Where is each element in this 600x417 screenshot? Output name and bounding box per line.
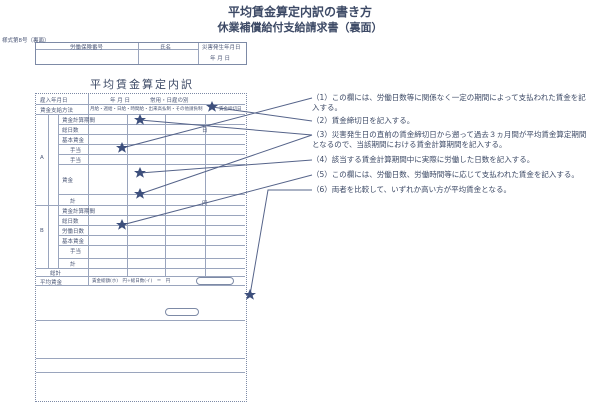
star-icon <box>134 188 146 199</box>
annotation-4: （4）該当する賃金計算期間中に実際に労働した日数を記入する。 <box>312 155 535 164</box>
annotation-1: （1）この欄には、労働日数等に関係なく一定の期間によって支払われた賃金を記入する… <box>312 93 586 112</box>
star-icon <box>116 142 128 153</box>
star-icon <box>206 101 218 112</box>
leader-line-2 <box>211 106 313 122</box>
allowance-label-a2: 手当 <box>70 158 82 164</box>
leader-line-3b <box>139 134 313 195</box>
base-wage-label-b: 基本賃金 <box>62 239 85 245</box>
pay-method-value: 月給・週給・日給・時間給・出来高払制・その他請負制 <box>90 107 203 112</box>
leader-line-1 <box>121 97 313 149</box>
minimum-wage-result-box <box>165 308 199 316</box>
total-days-label-a: 総日数 <box>62 128 79 134</box>
name-label: 氏名 <box>160 45 172 51</box>
work-days-label-b: 労働日数 <box>62 229 85 235</box>
average-wage-result-box <box>196 277 234 285</box>
period-label-a: 賃金計算期間 <box>62 118 96 124</box>
leader-line-5 <box>121 174 313 226</box>
star-icon <box>134 114 146 125</box>
sum-label-b: 計 <box>70 262 76 268</box>
total-days-label-b: 総日数 <box>62 219 79 225</box>
allowance-label-b: 手当 <box>70 249 82 255</box>
employment-type-label: 常用・日雇の別 <box>150 98 189 104</box>
labor-insurance-no-label: 労働保険番号 <box>70 45 104 51</box>
star-icon <box>244 289 256 300</box>
yen-unit: 円 <box>202 201 208 207</box>
accident-date-value: 年 月 日 <box>210 56 230 62</box>
accident-date-label: 災害発生年月日 <box>202 45 241 51</box>
page-title: 平均賃金算定内訳の書き方 <box>227 5 372 19</box>
wage-label-a: 賃金 <box>62 178 74 184</box>
section-a-label: A <box>40 155 44 161</box>
period-label-b: 賃金計算期間 <box>62 209 96 215</box>
base-wage-label-a: 基本賃金 <box>62 138 85 144</box>
pay-method-label: 賃金支給方法 <box>40 108 74 114</box>
form-number: 様式第8号（裏面） <box>2 38 50 44</box>
grand-total-label: 総計 <box>50 271 62 277</box>
allowance-label-a1: 手当 <box>70 148 82 154</box>
annotation-6: （6）両者を比較して、いずれか高い方が平均賃金となる。 <box>312 185 511 194</box>
page-subtitle: 休業補償給付支給請求書（裏面） <box>217 21 383 34</box>
closing-day-label: 賃金締切日 <box>219 107 242 112</box>
section-b-label: B <box>40 228 44 234</box>
hire-date-value: 年 月 日 <box>110 98 130 104</box>
leader-line-3a <box>139 119 313 136</box>
sum-label-a: 計 <box>70 199 76 205</box>
annotation-3: （3）災害発生日の直前の賃金締切日から遡って過去３ヵ月間が平均賃金算定期間となる… <box>312 130 587 149</box>
form-title: 平均賃金算定内訳 <box>90 78 194 91</box>
leader-line-4 <box>139 159 313 174</box>
star-icon <box>116 219 128 230</box>
star-icon <box>134 167 146 178</box>
wage-form <box>35 93 247 402</box>
day-unit: 日 <box>202 128 208 134</box>
annotation-2: （2）賃金締切日を記入する。 <box>312 116 415 125</box>
leader-line-6 <box>249 189 312 296</box>
hire-date-label: 雇入年月日 <box>40 98 68 104</box>
header-box <box>35 42 247 65</box>
annotation-5: （5）この欄には、労働日数、労働時間等に応じて支払われた賃金を記入する。 <box>312 170 579 179</box>
average-wage-label: 平均賃金 <box>40 280 63 286</box>
average-wage-formula: 賃金総額(ホ) 円÷総日数(イ) ＝ 円 <box>92 279 171 284</box>
